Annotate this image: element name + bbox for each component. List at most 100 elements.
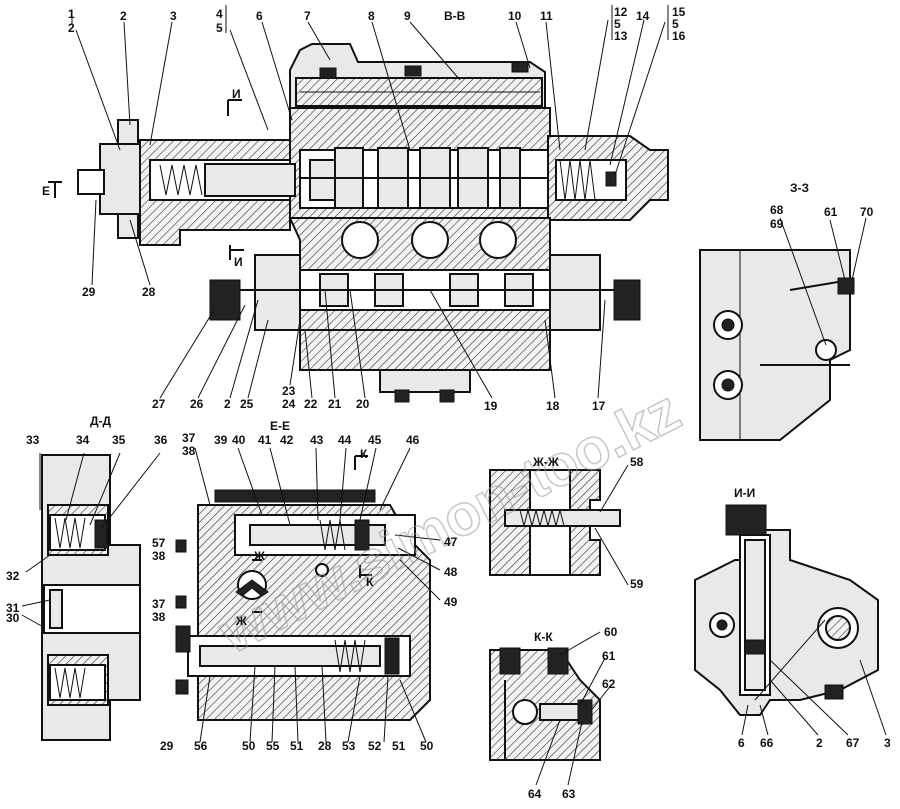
callout: 40 (232, 433, 246, 447)
callout: 67 (846, 736, 860, 750)
callout: 28 (318, 739, 332, 753)
callout: 48 (444, 565, 458, 579)
callout: 5 (216, 21, 223, 35)
callout: 61 (824, 205, 838, 219)
callout: 64 (528, 787, 542, 801)
section-title-bb: В-В (444, 9, 466, 23)
callout: 55 (266, 739, 280, 753)
callout: 2 (120, 9, 127, 23)
section-zz-view (699, 217, 867, 441)
marker-zh-bottom: Ж (235, 614, 247, 628)
callout: 5 (614, 17, 621, 31)
callout: 38 (182, 444, 196, 458)
callout: 30 (6, 611, 20, 625)
callout: 20 (356, 397, 370, 411)
main-leaders (71, 5, 669, 399)
callout: 39 (214, 433, 228, 447)
callout-labels: 1 2 2 3 4 5 6 7 8 9 10 11 12 5 13 14 15 … (6, 5, 891, 801)
marker-k-bottom: К (366, 575, 374, 589)
callout: 50 (420, 739, 434, 753)
callout: 25 (240, 397, 254, 411)
callout: 47 (444, 535, 458, 549)
marker-k-top: К (360, 447, 368, 461)
callout: 8 (368, 9, 375, 23)
callout: 3 (884, 736, 891, 750)
callout: 2 (816, 736, 823, 750)
section-title-dd: Д-Д (90, 414, 112, 428)
callout: 63 (562, 787, 576, 801)
callout: 6 (738, 736, 745, 750)
spool (300, 147, 550, 209)
callout: 1 (68, 7, 75, 21)
callout: 37 (152, 597, 166, 611)
callout: 70 (860, 205, 874, 219)
callout: 14 (636, 9, 650, 23)
callout: 33 (26, 433, 40, 447)
callout: 51 (290, 739, 304, 753)
callout: 23 (282, 384, 296, 398)
callout: 27 (152, 397, 166, 411)
main-valve-section (48, 43, 669, 403)
callout: 45 (368, 433, 382, 447)
marker-zh-top: Ж (253, 549, 265, 563)
callout: 28 (142, 285, 156, 299)
callout: 11 (540, 9, 553, 23)
callout: 7 (304, 9, 311, 23)
callout: 38 (152, 610, 166, 624)
callout: 56 (194, 739, 208, 753)
section-markers: Е И И К К Ж Ж (42, 87, 374, 628)
section-dd-view (21, 452, 161, 741)
callout: 53 (342, 739, 356, 753)
callout: 21 (328, 397, 342, 411)
callout: 12 (614, 5, 628, 19)
callout: 24 (282, 397, 296, 411)
callout: 68 (770, 203, 784, 217)
callout: 61 (602, 649, 616, 663)
section-title-ee: Е-Е (270, 419, 290, 433)
section-ii-view (694, 504, 887, 736)
section-title-zz: З-З (790, 181, 809, 195)
callout: 31 (6, 601, 20, 615)
marker-i-top: И (232, 87, 241, 101)
section-title-kk: К-К (534, 630, 553, 644)
callout: 2 (68, 21, 75, 35)
marker-e-left: Е (42, 184, 50, 198)
callout: 62 (602, 677, 616, 691)
callout: 44 (338, 433, 352, 447)
callout: 57 (152, 536, 166, 550)
callout: 16 (672, 29, 686, 43)
callout: 49 (444, 595, 458, 609)
callout: 69 (770, 217, 784, 231)
section-ee-view (175, 447, 441, 743)
callout: 41 (258, 433, 272, 447)
callout: 5 (672, 17, 679, 31)
callout: 29 (160, 739, 174, 753)
callout: 51 (392, 739, 406, 753)
callout: 6 (256, 9, 263, 23)
section-title-zhzh: Ж-Ж (532, 455, 559, 469)
callout: 29 (82, 285, 96, 299)
callout: 17 (592, 399, 606, 413)
callout: 3 (170, 9, 177, 23)
marker-i-bottom: И (234, 255, 243, 269)
callout: 43 (310, 433, 324, 447)
callout: 19 (484, 399, 498, 413)
callout: 59 (630, 577, 644, 591)
callout: 46 (406, 433, 420, 447)
callout: 32 (6, 569, 20, 583)
callout: 26 (190, 397, 204, 411)
callout: 4 (216, 7, 223, 21)
callout: 22 (304, 397, 318, 411)
callout: 18 (546, 399, 560, 413)
callout: 15 (672, 5, 686, 19)
section-zhzh-view (489, 464, 629, 586)
callout: 52 (368, 739, 382, 753)
section-titles: В-В З-З Д-Д Е-Е Ж-Ж И-И К-К (90, 9, 809, 644)
callout: 2 (224, 397, 231, 411)
callout: 9 (404, 9, 411, 23)
callout: 66 (760, 736, 774, 750)
callout: 60 (604, 625, 618, 639)
section-kk-view (489, 631, 613, 786)
callout: 37 (182, 431, 196, 445)
